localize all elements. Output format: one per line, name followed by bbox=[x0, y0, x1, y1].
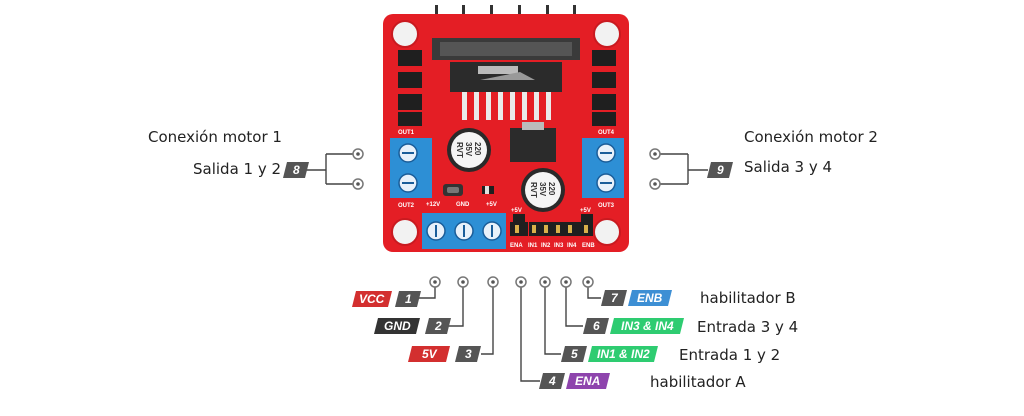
number-4-badge: 4 bbox=[539, 373, 565, 389]
motor2-sub: Salida 3 y 4 bbox=[744, 158, 833, 176]
silk-5v-left: +5V bbox=[511, 208, 522, 214]
svg-text:RVT: RVT bbox=[455, 142, 464, 158]
terminal-left bbox=[390, 138, 432, 198]
silk-pin-in2: IN2 bbox=[541, 243, 551, 249]
capacitor-top-label: 220 35V RVT bbox=[455, 142, 482, 158]
silk-pin-in4: IN4 bbox=[567, 243, 577, 249]
voltage-regulator bbox=[510, 128, 556, 162]
number-9-badge: 9 bbox=[707, 162, 733, 178]
motor1-sub: Salida 1 y 2 bbox=[193, 160, 282, 178]
number-1-badge: 1 bbox=[395, 291, 421, 307]
silk-out3: OUT3 bbox=[598, 203, 615, 209]
terminal-right bbox=[582, 138, 624, 198]
silk-out1: OUT1 bbox=[398, 130, 415, 136]
number-8-badge: 8 bbox=[283, 162, 309, 178]
silk-pin-in1: IN1 bbox=[528, 243, 538, 249]
diodes-right bbox=[592, 50, 616, 126]
mounting-holes bbox=[391, 20, 621, 246]
number-2-badge: 2 bbox=[425, 318, 451, 334]
label-hab-a: habilitador A bbox=[650, 373, 746, 391]
label-entrada12: Entrada 1 y 2 bbox=[679, 346, 781, 364]
tag-in12: IN1 & IN2 bbox=[588, 346, 658, 362]
connector-dots bbox=[352, 148, 661, 288]
number-3-badge: 3 bbox=[455, 346, 481, 362]
motor1-title: Conexión motor 1 bbox=[148, 128, 282, 146]
silk-gnd: GND bbox=[456, 202, 470, 208]
tag-enb: ENB bbox=[628, 290, 672, 306]
label-hab-b: habilitador B bbox=[700, 289, 796, 307]
capacitor-top bbox=[447, 128, 491, 172]
label-entrada34: Entrada 3 y 4 bbox=[697, 318, 799, 336]
silk-pin-in3: IN3 bbox=[554, 243, 564, 249]
silk-out4: OUT4 bbox=[598, 130, 615, 136]
header-pins bbox=[510, 214, 593, 236]
heatsink bbox=[432, 38, 580, 92]
number-7-badge: 7 bbox=[601, 290, 627, 306]
svg-text:220: 220 bbox=[547, 182, 556, 196]
silk-5v: +5V bbox=[486, 202, 497, 208]
silk-12v: +12V bbox=[426, 202, 440, 208]
tag-gnd: GND bbox=[374, 318, 420, 334]
number-6-badge: 6 bbox=[583, 318, 609, 334]
diodes-left bbox=[398, 50, 422, 126]
motor2-title: Conexión motor 2 bbox=[744, 128, 878, 146]
chip-pins bbox=[462, 92, 551, 120]
capacitor-bottom-label: 220 35V RVT bbox=[529, 182, 556, 198]
number-5-badge: 5 bbox=[561, 346, 587, 362]
svg-text:220: 220 bbox=[473, 142, 482, 156]
svg-text:RVT: RVT bbox=[529, 182, 538, 198]
silk-out2: OUT2 bbox=[398, 203, 415, 209]
svg-text:35V: 35V bbox=[464, 142, 473, 157]
tag-5v: 5V bbox=[408, 346, 450, 362]
terminal-power bbox=[422, 213, 506, 249]
tag-ena: ENA bbox=[566, 373, 610, 389]
connector-lines bbox=[306, 153, 708, 382]
tag-in34: IN3 & IN4 bbox=[610, 318, 684, 334]
capacitor-bottom bbox=[521, 168, 565, 212]
silk-5v-right: +5V bbox=[580, 208, 591, 214]
silk-pin-ena: ENA bbox=[510, 243, 523, 249]
tag-vcc: VCC bbox=[352, 291, 392, 307]
silk-pin-enb: ENB bbox=[582, 243, 595, 249]
svg-text:35V: 35V bbox=[538, 182, 547, 197]
